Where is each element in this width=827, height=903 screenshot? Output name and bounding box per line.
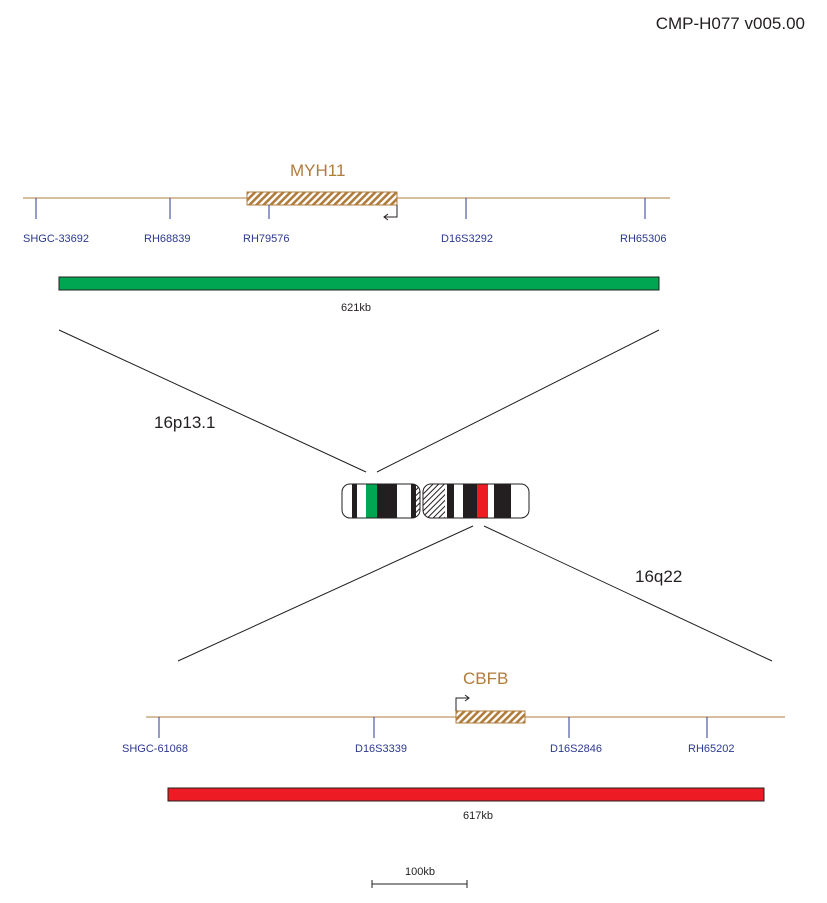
marker-label: RH68839 <box>144 233 191 245</box>
cbfb-arrowhead-icon <box>464 694 470 702</box>
marker-label: RH65306 <box>620 233 667 245</box>
version-label: CMP-H077 v005.00 <box>655 14 805 33</box>
top-region <box>23 191 670 291</box>
green-probe-band <box>366 484 377 518</box>
myh11-gene-block <box>246 191 398 206</box>
zoom-line <box>483 525 773 662</box>
band-label-16q22: 16q22 <box>635 567 683 586</box>
red-probe-size-label: 617kb <box>463 810 493 822</box>
zoom-line <box>177 525 474 662</box>
marker-label: SHGC-61068 <box>122 743 189 755</box>
zoom-line <box>376 329 660 473</box>
zoom-line <box>58 329 367 473</box>
myh11-arrowhead-icon <box>383 213 389 221</box>
scale-bar <box>371 880 468 888</box>
cbfb-gene-label: CBFB <box>463 669 509 688</box>
chromosome-16-ideogram <box>341 483 530 519</box>
cbfb-gene-block <box>455 710 526 724</box>
scale-bar-label: 100kb <box>405 866 435 878</box>
bottom-region <box>146 694 785 802</box>
marker-label: D16S3292 <box>441 233 493 245</box>
green-probe-bar <box>58 276 660 291</box>
green-probe-size-label: 621kb <box>341 302 371 314</box>
band-label-16p13-1: 16p13.1 <box>154 413 216 432</box>
marker-label: SHGC-33692 <box>23 233 90 245</box>
cbfb-transcription-arrow-icon <box>455 697 469 711</box>
marker-label: RH79576 <box>243 233 290 245</box>
myh11-transcription-arrow-icon <box>384 205 398 218</box>
myh11-gene-label: MYH11 <box>290 161 346 180</box>
red-probe-band <box>477 484 488 518</box>
marker-label: D16S2846 <box>550 743 602 755</box>
marker-label: D16S3339 <box>355 743 407 755</box>
red-probe-bar <box>167 787 765 802</box>
marker-label: RH65202 <box>688 743 735 755</box>
